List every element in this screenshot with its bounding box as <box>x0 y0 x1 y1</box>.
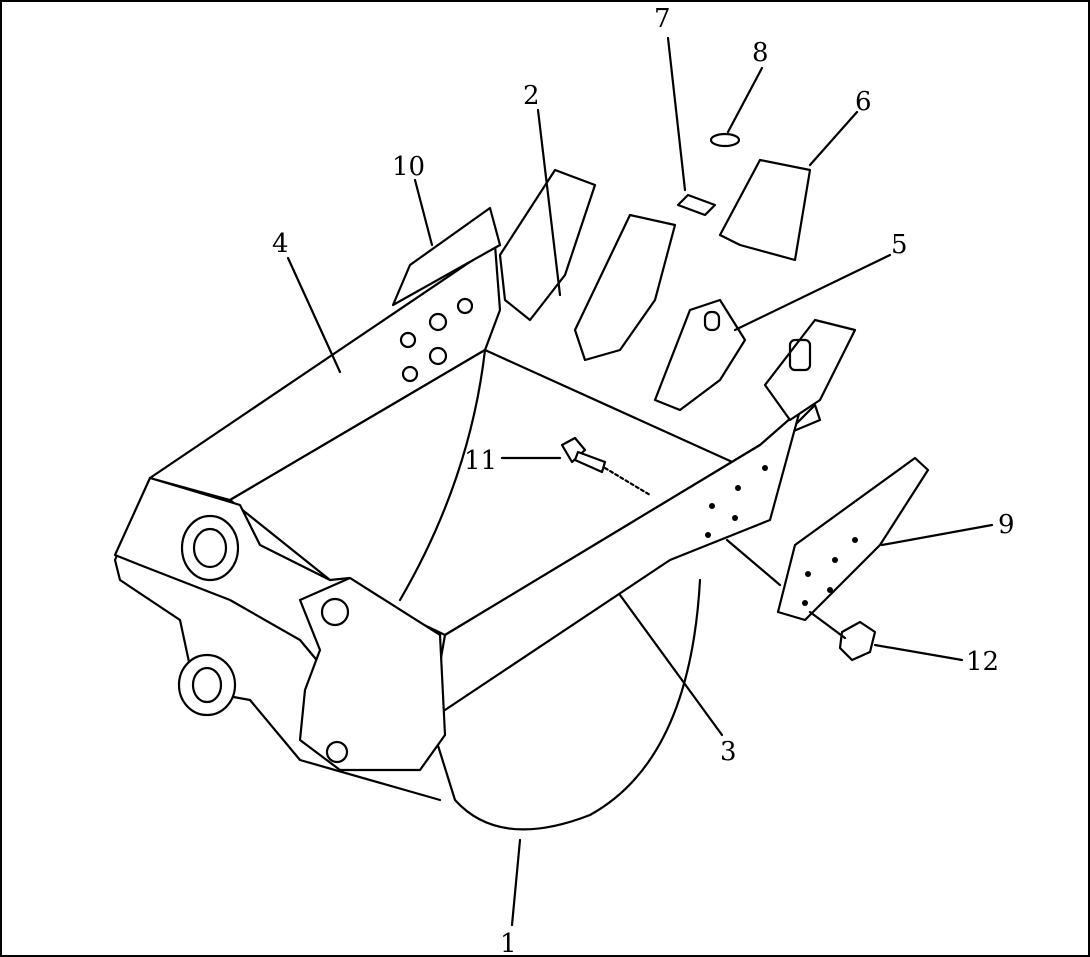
callout-12: 12 <box>966 647 999 677</box>
leader-lines <box>286 36 994 927</box>
bolt <box>560 436 652 497</box>
callout-4: 4 <box>272 229 289 259</box>
callout-3: 3 <box>720 737 737 767</box>
callout-6: 6 <box>855 87 872 117</box>
callout-5: 5 <box>891 230 908 260</box>
teeth <box>498 158 857 422</box>
callout-8: 8 <box>752 38 769 68</box>
callout-11: 11 <box>464 446 497 476</box>
bucket-body <box>113 243 822 831</box>
side-plate-holes <box>399 297 768 538</box>
nut <box>838 620 877 662</box>
callout-9: 9 <box>998 510 1015 540</box>
callout-7: 7 <box>654 4 671 34</box>
pin <box>676 193 717 217</box>
callout-1: 1 <box>500 929 517 957</box>
callout-10: 10 <box>392 152 425 182</box>
lock <box>709 132 741 148</box>
callout-2: 2 <box>523 81 540 111</box>
side-cutter-left <box>391 206 502 307</box>
